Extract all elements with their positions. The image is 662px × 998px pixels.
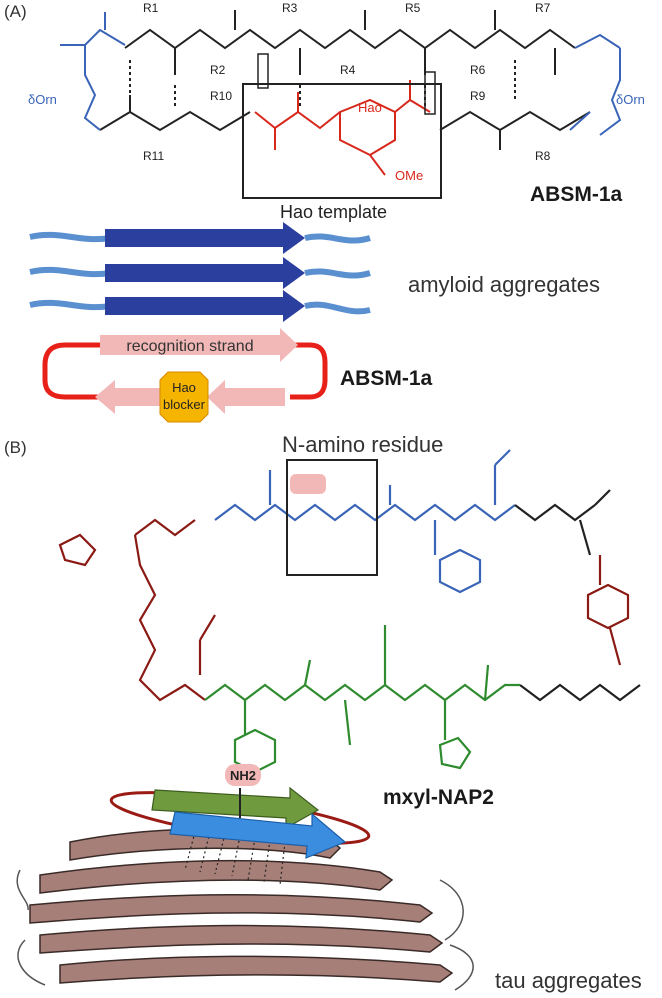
recognition-strand-label: recognition strand [126,338,253,355]
amyloid-aggregates-label: amyloid aggregates [408,272,601,297]
hao-template-label: Hao template [280,202,388,222]
r-group-label: R5 [405,1,421,15]
orn-right-label: δOrn [616,92,645,107]
absm-schematic [42,328,328,423]
hao-label: Hao [358,100,382,115]
nh2-badge-label: NH2 [230,768,256,783]
hao-template-box [242,83,442,199]
amyloid-strands [29,222,371,322]
r-group-label: R3 [282,1,298,15]
nap2-darkred-segment [58,518,630,702]
blocker-line2: blocker [163,397,206,412]
r-group-label: R2 [210,63,226,77]
tau-aggregates-label: tau aggregates [495,968,642,993]
panel-a-tag: (A) [4,2,27,21]
orn-left-label: δOrn [28,92,57,107]
panel-b-tag: (B) [4,438,27,457]
r-group-label: R10 [210,89,232,103]
absm-compound-name: ABSM-1a [530,183,623,206]
n-amino-highlight [290,474,326,494]
r-group-label: R11 [143,149,164,163]
nap2-black-segment [514,489,641,702]
orn-turn-right [569,33,622,136]
nh2-badge-bg [225,764,261,786]
r-group-label: R8 [535,149,551,163]
n-amino-box [286,459,378,576]
hao-template-structure [254,80,431,176]
tau-aggregate-illustration [16,764,474,991]
r-group-label: R9 [470,89,486,103]
n-amino-residue-label: N-amino residue [282,432,444,457]
r-group-label: R1 [143,1,159,15]
hydrogen-bond-box-right [424,71,436,115]
ome-label: OMe [395,168,423,183]
blocker-line1: Hao [172,380,196,395]
hydrogen-bond-box-left [257,53,269,89]
nap2-blue-segment [214,449,516,594]
r-group-label: R7 [535,1,551,15]
mxyl-nap2-name: mxyl-NAP2 [383,786,494,809]
r-group-label: R6 [470,63,486,77]
absm-structure [99,10,591,150]
hao-blocker-shape [159,371,209,423]
nap2-green-segment [204,625,520,774]
orn-turn-left [60,12,126,131]
r-group-label: R4 [340,63,356,77]
absm-schematic-name: ABSM-1a [340,367,433,390]
